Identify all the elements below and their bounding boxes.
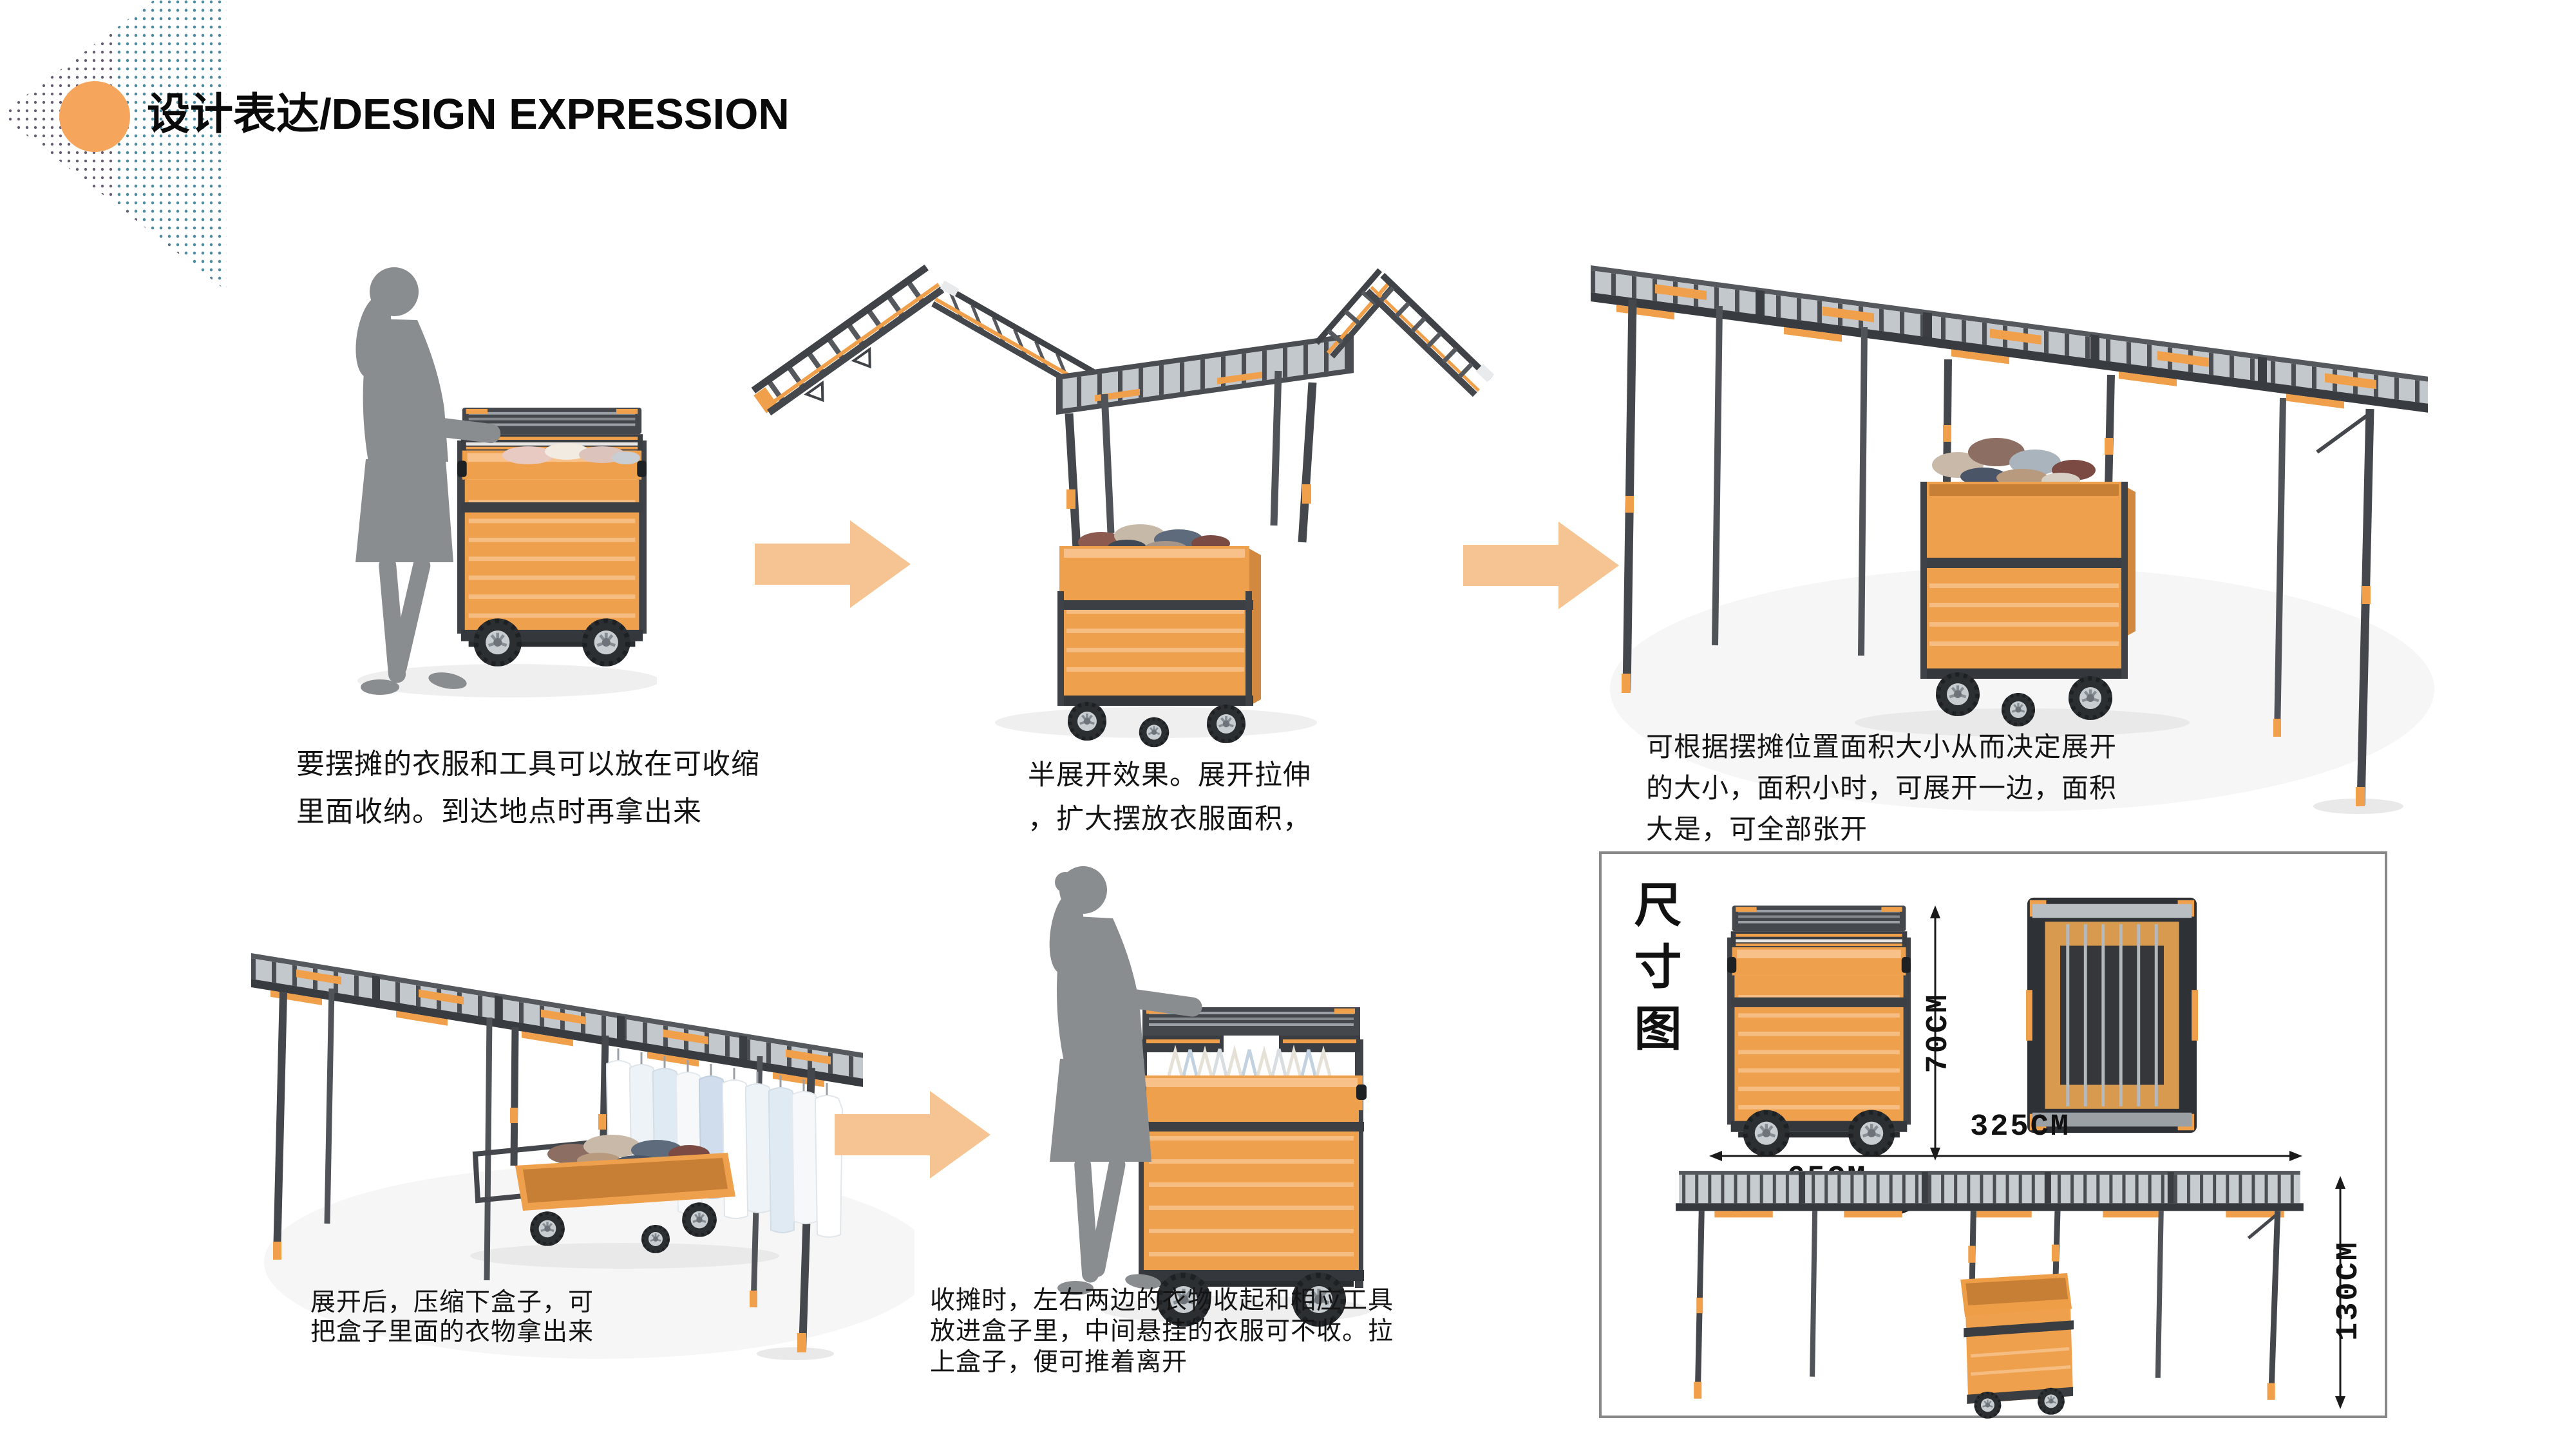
caption-line: 展开后，压缩下盒子，可 xyxy=(310,1288,594,1317)
caption-line: 半展开效果。展开拉伸 xyxy=(1028,759,1311,791)
stall-height-dimension-line xyxy=(2335,1176,2345,1409)
caption-line: 要摆摊的衣服和工具可以放在可收缩 xyxy=(296,748,760,781)
hanger-hooks xyxy=(1167,1045,1332,1076)
step1-caption: 要摆摊的衣服和工具可以放在可收缩 里面收纳。到达地点时再拿出来 xyxy=(296,741,760,836)
stall-front-view-drawing xyxy=(1676,1171,2304,1419)
caption-line: 放进盒子里，中间悬挂的衣服可不收。拉 xyxy=(930,1317,1394,1346)
step2-half-expanded-image xyxy=(751,264,1495,753)
caption-line: 把盒子里面的衣物拿出来 xyxy=(310,1318,594,1347)
caption-line: 可根据摆摊位置面积大小从而决定展开 xyxy=(1646,731,2117,762)
page-title: 设计表达/DESIGN EXPRESSION xyxy=(147,90,790,138)
flow-arrow-right-icon xyxy=(835,1091,990,1179)
step1-collapsed-cart-image xyxy=(355,267,657,697)
right-wing-outer-ladder xyxy=(1365,272,1495,397)
person-silhouette xyxy=(355,267,501,695)
canopy-roof xyxy=(1591,265,2428,413)
caption-line: 大是，可全部张开 xyxy=(1646,813,1868,845)
canopy-roof xyxy=(251,953,863,1088)
cart-box xyxy=(1920,438,2136,726)
step5-packing-up-image xyxy=(1049,866,1372,1340)
step3-fully-expanded-image xyxy=(1591,265,2434,814)
caption-line: 里面收纳。到达地点时再拿出来 xyxy=(296,795,702,828)
caption-line: 上盒子，便可推着离开 xyxy=(930,1348,1188,1377)
step4-caption: 展开后，压缩下盒子，可 把盒子里面的衣物拿出来 xyxy=(310,1288,594,1347)
caption-line: 收摊时，左右两边的衣物收起和相应工具 xyxy=(930,1286,1394,1315)
cart-front-view-drawing xyxy=(1727,905,1911,1157)
flow-arrow-right-icon xyxy=(755,520,911,608)
cart-top-view-drawing xyxy=(2025,897,2199,1133)
stall-height-label: 130CM xyxy=(2332,1240,2366,1341)
length-dimension-line xyxy=(1709,1151,2302,1161)
size-diagram-title: 尺寸图 xyxy=(1626,880,1681,1065)
compressed-cart-tray xyxy=(515,1135,735,1253)
left-wing-inner-ladder xyxy=(931,280,1099,394)
step2-caption: 半展开效果。展开拉伸 ，扩大摆放衣服面积， xyxy=(1028,753,1311,841)
step5-caption: 收摊时，左右两边的衣物收起和相应工具 放进盒子里，中间悬挂的衣服可不收。拉 上盒… xyxy=(930,1285,1394,1378)
height-dimension-line xyxy=(1930,905,1940,1160)
flow-arrow-right-icon xyxy=(1463,522,1619,609)
left-wing-ladder xyxy=(751,264,945,416)
step3-caption: 可根据摆摊位置面积大小从而决定展开 的大小，面积小时，可展开一边，面积 大是，可… xyxy=(1646,726,2117,850)
top-platform xyxy=(1056,333,1354,415)
clothes-in-cart xyxy=(502,443,640,464)
caption-line: ，扩大摆放衣服面积， xyxy=(1028,803,1311,835)
cart-box xyxy=(1057,524,1261,747)
caption-line: 的大小，面积小时，可展开一边，面积 xyxy=(1646,772,2117,804)
cart-height-label: 70CM xyxy=(1922,992,1956,1074)
dotted-triangle-decoration xyxy=(0,0,227,291)
cart-with-hangers xyxy=(1136,1007,1367,1327)
size-diagram-panel: 尺寸图 70CM 65CM xyxy=(1599,851,2387,1418)
title-bullet-icon xyxy=(59,81,130,152)
person-silhouette xyxy=(1049,866,1202,1295)
step4-expanded-display-image xyxy=(251,953,914,1360)
stall-length-label: 325CM xyxy=(1969,1110,2071,1144)
